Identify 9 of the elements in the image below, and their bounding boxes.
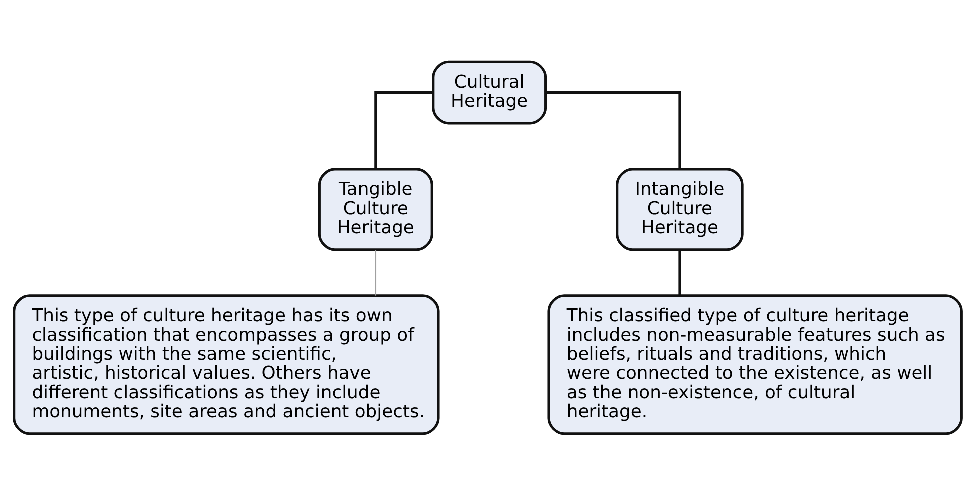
connector [374, 250, 376, 296]
connector [374, 91, 433, 169]
node-box: Intangible Culture Heritage [616, 168, 744, 251]
node-box: Cultural Heritage [432, 60, 547, 124]
node-box: This type of culture heritage has its own classification that encompasses a group of buildings with the same scientific, artistic, historical values. Others have different classifications as they include monuments, site areas and ancient objects. [12, 294, 440, 435]
node-box: Tangible Culture Heritage [318, 168, 433, 251]
connector [546, 91, 681, 169]
node-box: This classified type of culture heritage includes non-measurable features such as beliefs, rituals and traditions, which were connected to the existence, as well as the non-existence, of cultural heritage. [547, 294, 962, 435]
connector [678, 250, 681, 296]
